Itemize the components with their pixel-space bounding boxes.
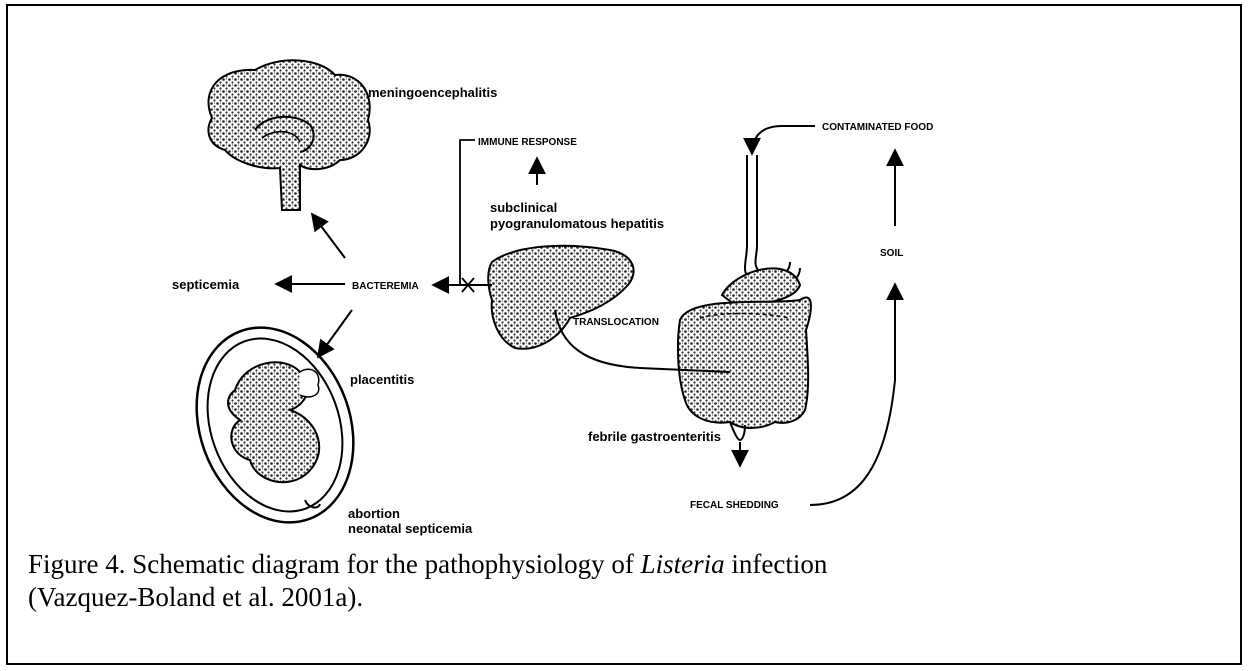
label-immune-response: IMMUNE RESPONSE	[478, 137, 577, 148]
label-placentitis: placentitis	[350, 372, 414, 387]
label-soil: SOIL	[880, 248, 903, 259]
caption-prefix: Figure 4. Schematic diagram for the path…	[28, 549, 641, 579]
liver-illustration	[488, 246, 633, 349]
arrow-shedding-to-soil	[810, 284, 895, 505]
label-contaminated-food: CONTAMINATED FOOD	[822, 122, 933, 133]
arrow-to-placentitis	[318, 310, 352, 357]
label-bacteremia: BACTEREMIA	[352, 281, 419, 292]
caption-italic-term: Listeria	[641, 549, 725, 579]
digestive-tract-illustration	[678, 155, 811, 440]
label-hepatitis: pyogranulomatous hepatitis	[490, 216, 664, 231]
caption-suffix: infection	[725, 549, 828, 579]
label-neonatal-septicemia: neonatal septicemia	[348, 521, 473, 536]
immune-response-connector	[460, 140, 475, 285]
brain-illustration	[208, 60, 369, 210]
arrow-food-to-esophagus	[752, 126, 815, 154]
label-fecal-shedding: FECAL SHEDDING	[690, 500, 779, 511]
label-febrile-gastroenteritis: febrile gastroenteritis	[588, 429, 721, 444]
label-abortion: abortion	[348, 506, 400, 521]
caption-citation: (Vazquez-Boland et al. 2001a).	[28, 582, 363, 612]
label-septicemia: septicemia	[172, 277, 240, 292]
label-translocation: TRANSLOCATION	[573, 317, 659, 328]
label-subclinical: subclinical	[490, 200, 557, 215]
figure-caption: Figure 4. Schematic diagram for the path…	[28, 548, 1218, 614]
arrow-to-meningoencephalitis	[312, 214, 345, 258]
label-meningoencephalitis: meningoencephalitis	[368, 85, 497, 100]
